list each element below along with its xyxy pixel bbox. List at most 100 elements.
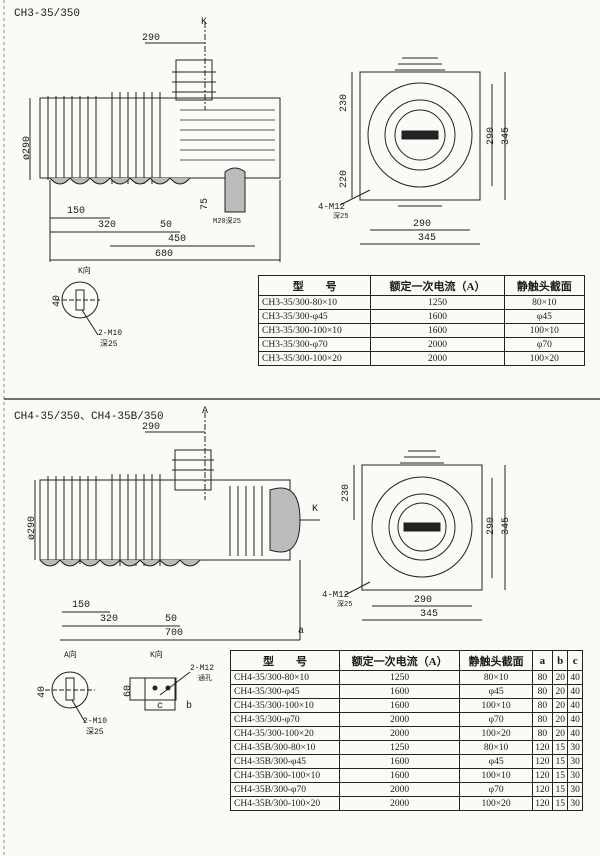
dim-450: 450 [168,234,187,245]
cell: CH3-35/300-φ45 [257,309,372,324]
cell: 2000 [370,351,505,366]
cell: φ70 [459,712,533,727]
cell: 30 [567,740,583,755]
col-current: 额定一次电流（A） [338,650,461,671]
m10-depth: 深25 [100,340,118,349]
cell: 20 [552,726,569,741]
side-dim-290-vertical: 290 [486,516,497,535]
ch3-side-view [339,57,506,245]
cell: 20 [552,698,569,713]
cell: 40 [567,684,583,699]
cell: φ70 [459,782,533,797]
cell: 2000 [370,337,505,352]
cell: 1250 [338,740,461,755]
side-dim-290-horizontal: 290 [413,219,432,230]
k-direction-marker: K [312,504,319,515]
cell: 40 [567,712,583,727]
cell: 20 [552,684,569,699]
dim-b: b [186,701,193,712]
cell: 120 [531,754,554,769]
col-model: 型 号 [230,650,340,671]
col-current: 额定一次电流（A） [370,275,505,296]
col-section: 静触头截面 [459,650,533,671]
cell: 80 [531,726,554,741]
cell: CH4-35B/300-φ45 [230,754,340,769]
cell: 15 [552,754,569,769]
cell: CH4-35/300-100×20 [230,726,340,741]
col-section: 静触头截面 [503,275,586,296]
side-dim-345-vertical: 345 [501,516,512,535]
dim-150: 150 [72,600,91,611]
m12-note: 4-M12 [322,590,350,600]
ch3-front-view [29,22,281,336]
cell: 30 [567,782,583,797]
side-dim-220: 220 [339,169,350,188]
side-dim-290-vertical: 290 [486,126,497,145]
cell: 1600 [338,768,461,783]
dim-290: 290 [142,33,161,44]
cell: 100×10 [459,768,533,783]
cell: 20 [552,712,569,727]
dim-40: 40 [37,685,48,698]
cell: 1600 [370,309,505,324]
a-view-label: A向 [64,651,77,660]
dim-phi290: ø290 [22,135,33,160]
cell: CH4-35/300-100×10 [230,698,340,713]
cell: 2000 [338,712,461,727]
cell: φ45 [503,309,586,324]
m12-depth: 深25 [337,601,353,609]
ch4-side-view [344,450,506,621]
cell: CH4-35/300-φ70 [230,712,340,727]
col-a: a [531,650,554,671]
cell: 40 [567,670,583,685]
top-title: CH3-35/350 [14,8,81,20]
cell: 30 [567,796,583,811]
cell: 2000 [338,782,461,797]
side-dim-290-horizontal: 290 [414,595,433,606]
cell: 80×10 [459,670,533,685]
col-c: c [567,650,583,671]
k-direction-marker: K [201,17,208,28]
dim-phi290: ø290 [27,515,38,540]
side-dim-345-horizontal: 345 [420,609,439,620]
ch4-front-view [34,412,320,723]
side-dim-345-vertical: 345 [501,126,512,145]
col-b: b [552,650,569,671]
m10-note: 2-M10 [98,329,123,338]
dim-50: 50 [160,220,173,231]
k-view-label: K向 [150,651,163,660]
cell: 15 [552,768,569,783]
dim-40: 40 [52,294,63,307]
cell: φ70 [503,337,586,352]
cell: CH4-35B/300-80×10 [230,740,340,755]
cell: 1600 [338,698,461,713]
cell: 80 [531,684,554,699]
cell: 100×10 [503,323,586,338]
cell: CH4-35B/300-φ70 [230,782,340,797]
m20-note: M20深25 [213,218,242,226]
dim-680: 680 [155,249,174,260]
cell: 1250 [370,295,505,310]
m10-depth: 深25 [86,728,104,737]
dim-50: 50 [165,614,178,625]
dim-60: 60 [123,684,134,697]
cell: 2000 [338,726,461,741]
cell: 30 [567,768,583,783]
side-dim-345-horizontal: 345 [418,233,437,244]
dim-320: 320 [100,614,119,625]
m10-note: 2-M10 [83,717,108,726]
dim-150: 150 [67,206,86,217]
cell: CH3-35/300-80×10 [257,295,372,310]
ch4-spec-table: 型 号 额定一次电流（A） 静触头截面 a b c CH4-35/300-80×… [230,650,583,811]
cell: 15 [552,796,569,811]
